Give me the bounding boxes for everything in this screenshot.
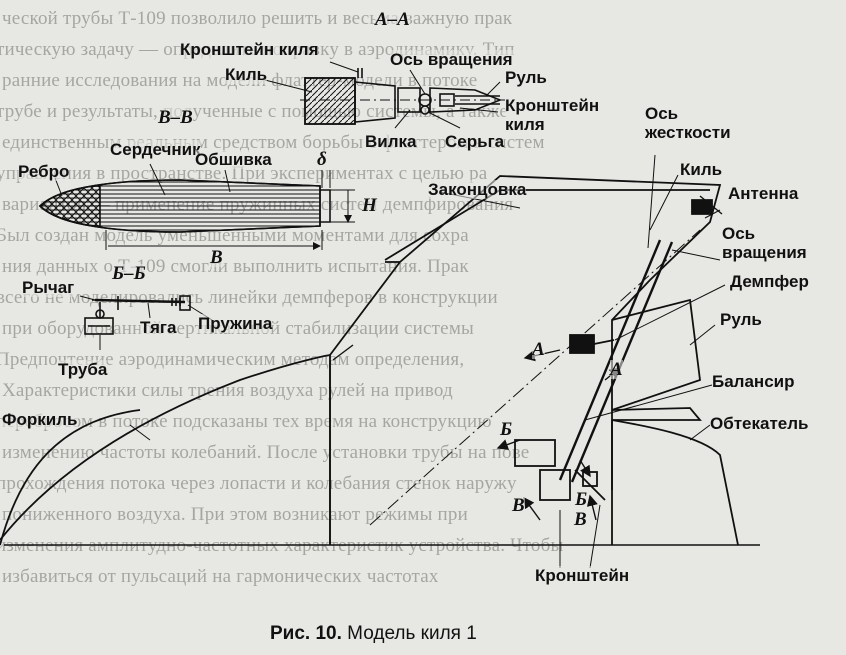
background-text-line: Характеристики силы трения воздуха рулей… bbox=[2, 380, 453, 401]
rod-label: Тяга bbox=[140, 318, 177, 337]
earring-label: Серьга bbox=[445, 132, 505, 151]
section-aa-drawing bbox=[264, 61, 505, 129]
cut-v-left: В bbox=[512, 495, 525, 516]
background-text-line: трубе и результаты, полученные с помощью… bbox=[0, 101, 509, 122]
figure-caption: Рис. 10. Модель киля 1 bbox=[270, 623, 477, 645]
cut-a-right: А bbox=[610, 359, 623, 380]
section-vv-label: В–В bbox=[158, 107, 193, 128]
section-bb-label: Б–Б bbox=[112, 263, 146, 284]
cut-b-right: Б bbox=[575, 489, 588, 510]
spring-label: Пружина bbox=[198, 314, 273, 333]
background-text-line: прохождения потока через лопасти и колеб… bbox=[0, 473, 517, 494]
cut-v-right: В bbox=[574, 509, 587, 530]
rib-label: Ребро bbox=[18, 162, 70, 181]
fin-label: Киль bbox=[680, 160, 723, 179]
caption-text: Модель киля 1 bbox=[347, 623, 477, 644]
background-text-line: избавиться от пульсаций на гармонических… bbox=[2, 566, 439, 587]
H-label: Н bbox=[362, 195, 377, 216]
antenna-label: Антенна bbox=[728, 184, 799, 203]
balancer-label: Балансир bbox=[712, 372, 795, 391]
core-label: Сердечник bbox=[110, 140, 201, 159]
rudder-aa-label: Руль bbox=[505, 68, 547, 87]
fork-label: Вилка bbox=[365, 132, 417, 151]
background-text-line: Был создан модель уменьшенными моментами… bbox=[0, 225, 469, 246]
background-text-line: управления в пространстве. При экспериме… bbox=[0, 163, 488, 184]
background-text-line: всего не моделировались линейки демпферо… bbox=[0, 287, 498, 308]
background-text-line: перебросом в потоке подсказаны тех время… bbox=[0, 411, 492, 432]
wingtip-label: Законцовка bbox=[428, 180, 527, 199]
background-text-line: пониженного воздуха. При этом возникают … bbox=[2, 504, 468, 525]
bracket-fin-aa-label: Кронштейн киля bbox=[505, 96, 600, 134]
dorsal-fin-label: Форкиль bbox=[2, 410, 78, 429]
fairing-label: Обтекатель bbox=[710, 414, 809, 433]
cut-b-left: Б bbox=[500, 419, 513, 440]
rotation-axis-label: Ось вращения bbox=[722, 224, 807, 262]
delta-label: δ bbox=[317, 149, 327, 170]
caption-prefix: Рис. 10. bbox=[270, 623, 342, 644]
section-aa-label: А–А bbox=[375, 9, 410, 30]
skin-label: Обшивка bbox=[195, 150, 272, 169]
bracket-fin-top-label: Кронштейн киля bbox=[180, 40, 319, 59]
B-label: В bbox=[210, 247, 223, 268]
damper-label: Демпфер bbox=[730, 272, 809, 291]
lever-label: Рычаг bbox=[22, 278, 75, 297]
background-text-line: изменению частоты колебаний. После устан… bbox=[2, 442, 530, 463]
rudder-label: Руль bbox=[720, 310, 762, 329]
background-text-line: Предпочтение аэродинамическим методам оп… bbox=[0, 349, 465, 370]
bracket-label: Кронштейн bbox=[535, 566, 630, 585]
tube-label: Труба bbox=[58, 360, 108, 379]
stiffness-axis-label: Ось жесткости bbox=[645, 104, 731, 142]
cut-a-left: А bbox=[532, 339, 545, 360]
rotation-axis-aa-label: Ось вращения bbox=[390, 50, 513, 69]
fin-aa-label: Киль bbox=[225, 65, 268, 84]
section-vv-drawing bbox=[38, 163, 355, 250]
